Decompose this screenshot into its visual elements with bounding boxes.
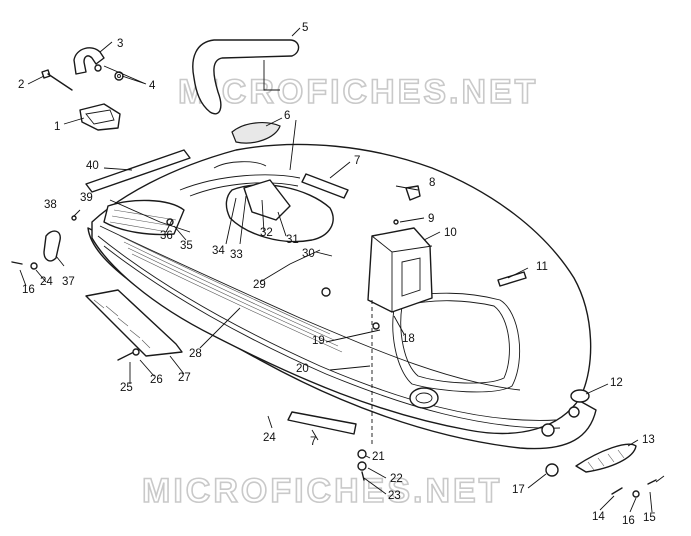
callout-14: 14	[592, 511, 605, 523]
callout-10: 10	[444, 227, 457, 239]
washer-24a-part	[30, 262, 38, 270]
callout-16-right: 16	[622, 515, 635, 527]
callout-24-left: 24	[40, 276, 53, 288]
callout-26: 26	[150, 374, 163, 386]
deck-plate-part	[243, 179, 291, 221]
callout-2: 2	[18, 79, 24, 91]
callout-15: 15	[643, 512, 656, 524]
callout-7-upper: 7	[354, 155, 360, 167]
callout-8: 8	[429, 177, 435, 189]
grab-handle-part	[192, 39, 300, 115]
rear-bumper-part	[43, 230, 61, 262]
callout-16-left: 16	[22, 284, 35, 296]
callout-22: 22	[390, 473, 403, 485]
callout-30: 30	[302, 248, 315, 260]
callout-1: 1	[54, 121, 60, 133]
side-decal-upper-part	[301, 173, 349, 199]
callout-11: 11	[536, 261, 548, 273]
screw-23-part	[361, 471, 365, 481]
callout-3: 3	[117, 38, 123, 50]
callout-4: 4	[149, 80, 156, 92]
washer-26-part	[132, 348, 140, 356]
washer-21-part	[357, 449, 367, 459]
callout-40: 40	[86, 160, 99, 172]
screw-14-part	[611, 487, 623, 495]
callout-12: 12	[610, 377, 623, 389]
sponson-part	[575, 443, 637, 473]
screw-part	[393, 219, 399, 225]
callout-labels: 1 2 3 4 5 6 7 8 9 10 11 12 13 14 15 16 1…	[18, 22, 656, 527]
callout-25: 25	[120, 382, 133, 394]
callout-19: 19	[312, 335, 325, 347]
callout-31: 31	[286, 234, 299, 246]
leader-lines	[19, 27, 665, 513]
callout-24-lower: 24	[263, 432, 276, 444]
callout-21: 21	[372, 451, 385, 463]
callout-29: 29	[253, 279, 266, 291]
side-decal-lower-part	[287, 411, 357, 435]
hull-body	[87, 143, 597, 450]
screw-16a-part	[11, 261, 23, 265]
plug-38-part	[71, 215, 77, 221]
bolt-part	[41, 69, 73, 91]
drain-cap-part	[570, 389, 590, 403]
callout-28: 28	[189, 348, 202, 360]
callout-17: 17	[512, 484, 525, 496]
pad-part	[231, 122, 281, 144]
bolt-25-part	[117, 351, 135, 361]
callout-33: 33	[230, 249, 243, 261]
callout-38: 38	[44, 199, 57, 211]
callout-20: 20	[296, 363, 309, 375]
callout-9: 9	[428, 213, 434, 225]
u-bolt-part	[73, 47, 105, 75]
callout-27: 27	[178, 372, 191, 384]
callout-32: 32	[260, 227, 273, 239]
callout-37: 37	[62, 276, 75, 288]
washer-16b-part	[632, 490, 640, 498]
callout-18: 18	[402, 333, 415, 345]
callout-13: 13	[642, 434, 655, 446]
callout-7-lower: 7	[310, 436, 316, 448]
tow-bracket-part	[79, 103, 121, 131]
callout-39: 39	[80, 192, 93, 204]
callout-23: 23	[388, 490, 401, 502]
watermark-bottom: MICROFICHES.NET	[142, 472, 502, 510]
callout-6: 6	[284, 110, 290, 122]
nut-22-part	[357, 461, 367, 471]
nut-part	[545, 463, 559, 477]
callout-36: 36	[160, 230, 173, 242]
watermark-top: MICROFICHES.NET	[178, 73, 538, 111]
rear-decal-part	[85, 149, 191, 193]
rivet-15-part	[647, 479, 657, 485]
callout-5: 5	[302, 22, 308, 34]
callout-35: 35	[180, 240, 193, 252]
callout-34: 34	[212, 245, 225, 257]
fin-part	[85, 289, 183, 357]
